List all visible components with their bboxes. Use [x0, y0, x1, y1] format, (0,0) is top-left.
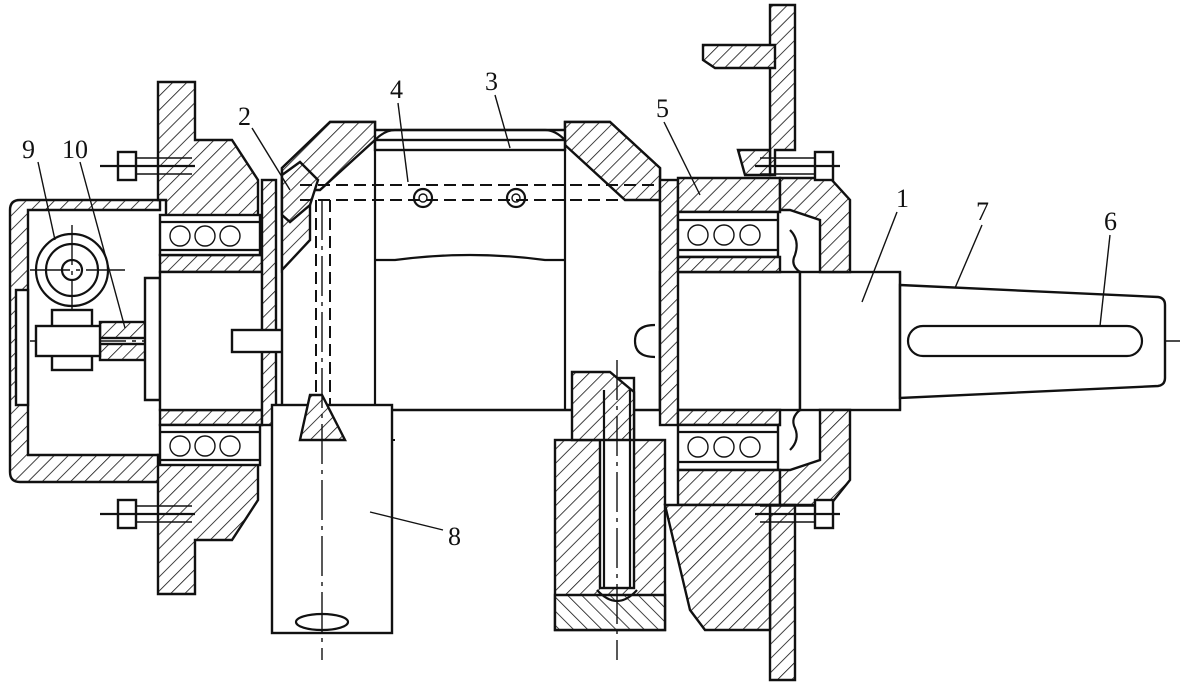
right-upper-bolt [755, 150, 840, 182]
right-bearing-upper [676, 176, 782, 274]
label-6: 6 [1104, 207, 1117, 236]
right-seal-housing [778, 176, 852, 507]
crank-cheek-right [553, 360, 667, 660]
left-flange [156, 80, 260, 596]
label-9: 9 [22, 135, 35, 164]
left-end-cover [8, 198, 162, 484]
leader-lines [37, 94, 1111, 531]
label-8: 8 [448, 522, 461, 551]
left-upper-bolt [100, 150, 195, 182]
right-bearing-lower [676, 408, 782, 507]
label-2: 2 [238, 102, 251, 131]
counterweight-plug [280, 160, 320, 224]
right-lower-bolt [755, 498, 840, 530]
oil-plug-right [505, 187, 527, 209]
label-3: 3 [485, 67, 498, 96]
keyway-slot [906, 324, 1144, 358]
crank-web-upper [280, 120, 662, 412]
left-bearing-upper [158, 213, 264, 274]
left-bearing-lower [158, 408, 264, 467]
left-lower-bolt [100, 498, 195, 530]
right-frame-plate [663, 3, 797, 682]
label-1: 1 [896, 184, 909, 213]
label-10: 10 [62, 135, 88, 164]
label-4: 4 [390, 75, 403, 104]
right-journal [633, 178, 802, 427]
label-5: 5 [656, 94, 669, 123]
oil-plug-left [412, 187, 434, 209]
label-7: 7 [976, 197, 989, 226]
crank-cheek-left [270, 200, 394, 660]
